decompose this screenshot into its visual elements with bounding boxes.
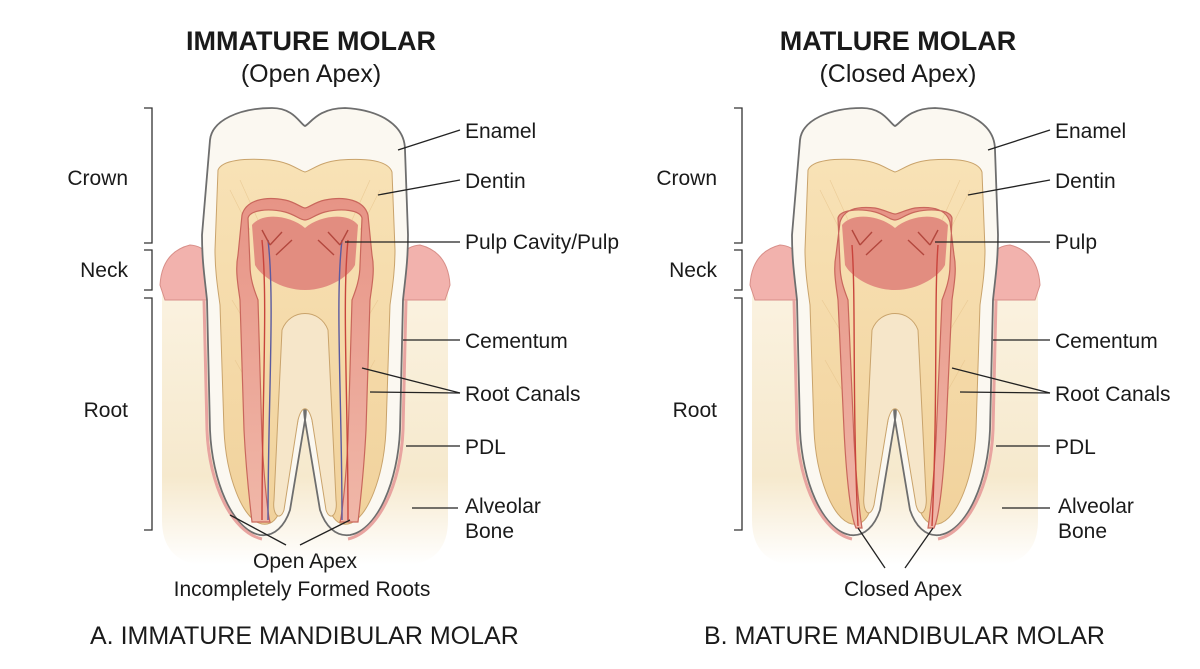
region-neck: Neck: [80, 259, 128, 282]
tooth-illustration: [158, 106, 452, 567]
region-neck: Neck: [669, 259, 717, 282]
panel-caption: B. MATURE MANDIBULAR MOLAR: [704, 622, 1105, 650]
apex-sublabel: Incompletely Formed Roots: [174, 578, 431, 601]
panel-subtitle: (Closed Apex): [819, 60, 976, 88]
label-pulp: Pulp Cavity/Pulp: [465, 231, 619, 254]
neck-bracket: [144, 249, 153, 291]
apex-label: Closed Apex: [844, 578, 962, 601]
label-alveolar: Alveolar: [465, 495, 541, 518]
crown-bracket: [734, 107, 743, 244]
label-cementum: Cementum: [1055, 330, 1158, 353]
panel-immature: IMMATURE MOLAR (Open Apex) Crown Neck Ro…: [67, 26, 619, 650]
label-pdl: PDL: [1055, 436, 1096, 459]
label-enamel: Enamel: [1055, 120, 1126, 143]
panel-title: MATLURE MOLAR: [780, 26, 1016, 56]
label-pulp: Pulp: [1055, 231, 1097, 254]
apex-label: Open Apex: [253, 550, 357, 573]
label-cementum: Cementum: [465, 330, 568, 353]
panel-mature: MATLURE MOLAR (Closed Apex) Crown Neck R…: [656, 26, 1170, 650]
panel-subtitle: (Open Apex): [241, 60, 381, 88]
region-root: Root: [84, 399, 129, 422]
root-bracket: [144, 297, 153, 531]
root-bracket: [734, 297, 743, 531]
label-bone: Bone: [465, 520, 514, 543]
panel-caption: A. IMMATURE MANDIBULAR MOLAR: [90, 622, 519, 650]
label-alveolar: Alveolar: [1058, 495, 1134, 518]
label-root-canals: Root Canals: [1055, 383, 1171, 406]
label-pdl: PDL: [465, 436, 506, 459]
crown-bracket: [144, 107, 153, 244]
label-bone: Bone: [1058, 520, 1107, 543]
label-root-canals: Root Canals: [465, 383, 581, 406]
region-crown: Crown: [656, 167, 717, 190]
panel-title: IMMATURE MOLAR: [186, 26, 436, 56]
region-root: Root: [673, 399, 718, 422]
tooth-illustration: [748, 106, 1042, 567]
label-enamel: Enamel: [465, 120, 536, 143]
label-dentin: Dentin: [1055, 170, 1116, 193]
neck-bracket: [734, 249, 743, 291]
label-dentin: Dentin: [465, 170, 526, 193]
region-crown: Crown: [67, 167, 128, 190]
